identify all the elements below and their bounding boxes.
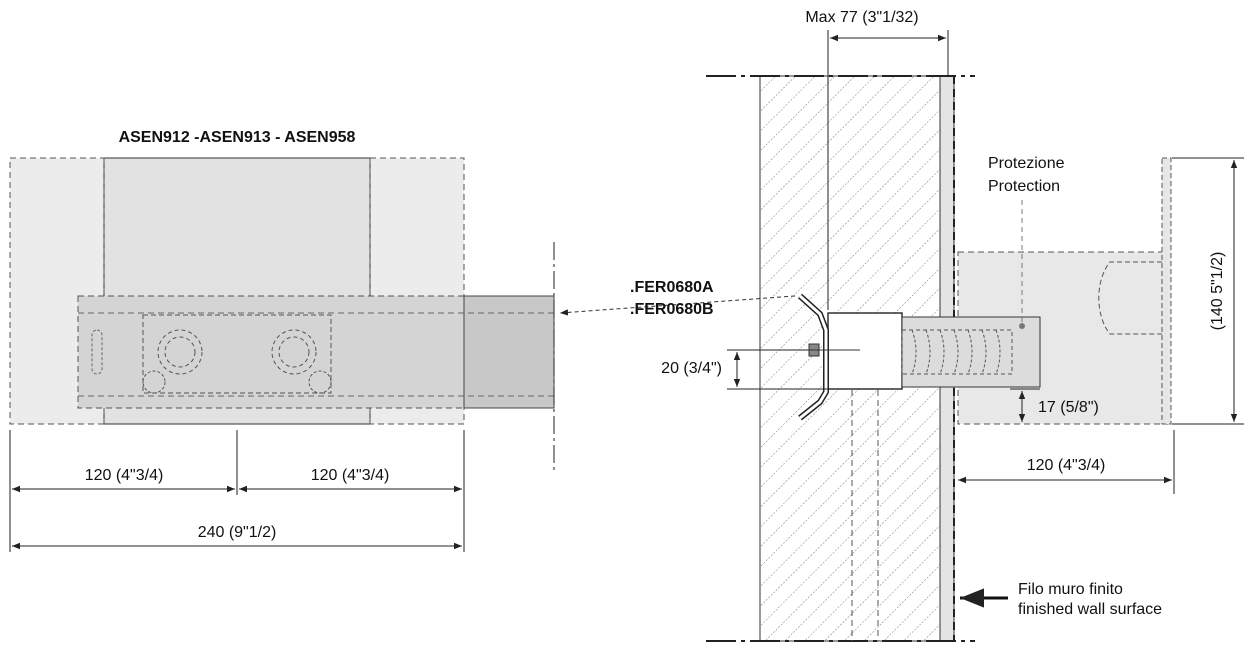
part-a-label: .FER0680A [630,279,714,296]
dim-left-label: 120 (4"3/4) [85,467,164,484]
dim-max-label: Max 77 (3"1/32) [805,9,918,26]
right-view: Max 77 (3"1/32) 20 (3/4") .FER0680A .FER… [630,9,1244,642]
protection-en-label: Protection [988,178,1060,195]
protection-it-label: Protezione [988,155,1065,172]
left-view: ASEN912 -ASEN913 - ASEN958 120 (4"3/4) 1… [9,129,555,552]
dim-120-label: 120 (4"3/4) [1027,457,1106,474]
left-view-title: ASEN912 -ASEN913 - ASEN958 [119,129,356,146]
part-b-label: .FER0680B [630,301,714,318]
inner-box [142,314,332,394]
dim-20-label: 20 (3/4") [661,360,722,377]
dim-right-label: 120 (4"3/4) [311,467,390,484]
wall-en-label: finished wall surface [1018,601,1162,618]
pipe-box [827,312,903,390]
wall-it-label: Filo muro finito [1018,581,1123,598]
dim-17-label: 17 (5/8") [1038,399,1099,416]
dim-140-label: (140 5"1/2) [1209,252,1226,331]
pipe-end [463,295,555,409]
dim-total-label: 240 (9"1/2) [198,524,277,541]
callout-arrow [559,295,796,316]
